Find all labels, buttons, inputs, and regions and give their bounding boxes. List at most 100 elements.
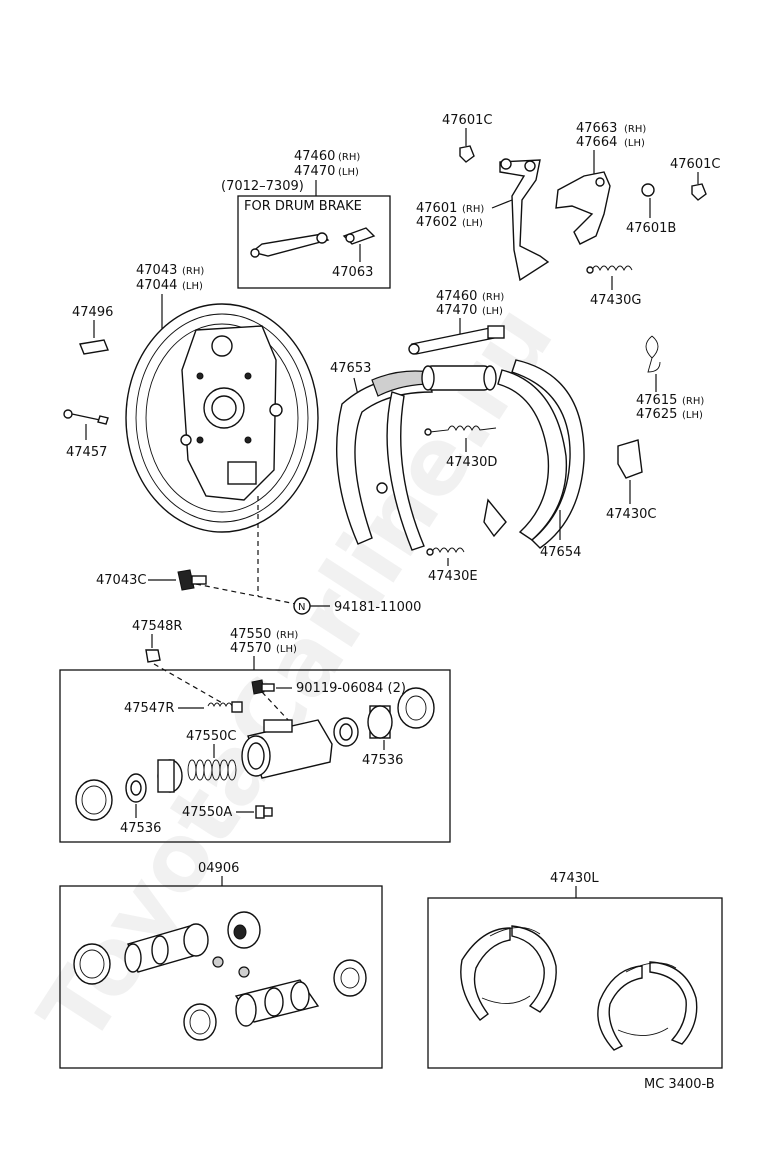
label-47470-mid: 47470 bbox=[436, 303, 477, 318]
cup-left-icon bbox=[125, 773, 147, 803]
piston-right-icon bbox=[367, 705, 393, 739]
clip-47601C-b-icon bbox=[691, 183, 707, 201]
strut-47460-icon bbox=[408, 325, 505, 355]
label-47548R: 47548R bbox=[132, 619, 182, 634]
kit-cap-icon bbox=[212, 956, 224, 968]
label-47043C: 47043C bbox=[96, 573, 146, 588]
label-47430L: 47430L bbox=[550, 871, 599, 886]
washer-47601B-icon bbox=[641, 183, 655, 197]
plug-47496-icon bbox=[79, 339, 109, 355]
pin-47457-icon bbox=[63, 409, 109, 425]
kit-cylinder-icon bbox=[234, 979, 320, 1027]
label-04906: 04906 bbox=[198, 861, 239, 876]
label-47063: 47063 bbox=[332, 265, 373, 280]
label-47460-top-rh: (RH) bbox=[338, 152, 360, 163]
spring-47430D-icon bbox=[424, 425, 497, 436]
boot-left-icon bbox=[75, 779, 113, 821]
kit-boot-icon bbox=[73, 943, 111, 985]
spring-47550C-icon bbox=[187, 759, 237, 781]
label-47615: 47615 bbox=[636, 393, 677, 408]
label-47536-left: 47536 bbox=[120, 821, 161, 836]
label-47664-lh: (LH) bbox=[624, 138, 645, 149]
figure-code: MC 3400-B bbox=[644, 1077, 715, 1092]
piston-left-icon bbox=[157, 759, 183, 793]
label-90119: 90119-06084 (2) bbox=[296, 681, 406, 696]
cylinder-body-icon bbox=[241, 719, 333, 779]
spring-47615-icon bbox=[645, 335, 661, 373]
label-47570: 47570 bbox=[230, 641, 271, 656]
label-47460-mid-rh: (RH) bbox=[482, 292, 504, 303]
backing-plate-group: 47043 (RH) 47044 (LH) 47496 47457 bbox=[63, 263, 319, 533]
parking-lever-icon bbox=[499, 159, 550, 282]
label-47663: 47663 bbox=[576, 121, 617, 136]
label-47601-rh: (RH) bbox=[462, 204, 484, 215]
bolt-47043C-icon bbox=[177, 569, 207, 591]
label-47043: 47043 bbox=[136, 263, 177, 278]
spring-47430E-icon bbox=[426, 547, 465, 556]
kit-boot-right-icon bbox=[333, 959, 367, 997]
cap-47548R-icon bbox=[145, 649, 161, 663]
cup-right-icon bbox=[333, 717, 359, 747]
kit-seal-icon bbox=[238, 966, 250, 978]
bleeder-47550A-icon bbox=[255, 805, 273, 819]
boot-right-icon bbox=[397, 687, 435, 729]
parking-lever-group: 47601C 47601 (RH) 47602 (LH) 47663 (RH) … bbox=[416, 113, 720, 308]
drum-brake-box: 47460 (RH) 47470 (LH) (7012–7309) FOR DR… bbox=[221, 149, 391, 289]
label-for-drum-brake: FOR DRUM BRAKE bbox=[244, 199, 362, 214]
label-47570-lh: (LH) bbox=[276, 644, 297, 655]
label-47430G: 47430G bbox=[590, 293, 641, 308]
label-47601: 47601 bbox=[416, 201, 457, 216]
wheel-cylinder-mini-icon bbox=[421, 365, 497, 391]
label-47550A: 47550A bbox=[182, 805, 232, 820]
kit-piston-icon bbox=[124, 923, 209, 973]
label-47430C: 47430C bbox=[606, 507, 656, 522]
label-47625: 47625 bbox=[636, 407, 677, 422]
bolt-90119-icon bbox=[251, 679, 275, 695]
label-47601C-b: 47601C bbox=[670, 157, 720, 172]
label-47601B: 47601B bbox=[626, 221, 676, 236]
label-47470-top: 47470 bbox=[294, 164, 335, 179]
label-47602-lh: (LH) bbox=[462, 218, 483, 229]
label-47653: 47653 bbox=[330, 361, 371, 376]
label-47470-top-lh: (LH) bbox=[338, 167, 359, 178]
shoe-set-left-icon bbox=[460, 925, 557, 1021]
label-date-range: (7012–7309) bbox=[221, 179, 304, 194]
kit-47430L-box: 47430L bbox=[427, 871, 723, 1069]
label-47044-lh: (LH) bbox=[182, 281, 203, 292]
label-47430D: 47430D bbox=[446, 455, 497, 470]
label-47496: 47496 bbox=[72, 305, 113, 320]
kit-cup-icon bbox=[227, 911, 261, 949]
label-47664: 47664 bbox=[576, 135, 617, 150]
bolt-group: 47043C N 94181-11000 bbox=[96, 496, 421, 615]
label-47602: 47602 bbox=[416, 215, 457, 230]
label-47663-rh: (RH) bbox=[624, 124, 646, 135]
label-47550C: 47550C bbox=[186, 729, 236, 744]
kit-04906-box: 04906 bbox=[59, 861, 383, 1069]
label-47460-mid: 47460 bbox=[436, 289, 477, 304]
label-94181: 94181-11000 bbox=[334, 600, 421, 615]
brake-shoe-group: 47460 (RH) 47470 (LH) 47653 47430D bbox=[330, 289, 704, 584]
label-47654: 47654 bbox=[540, 545, 581, 560]
label-47430E: 47430E bbox=[428, 569, 478, 584]
strut-part-icon bbox=[250, 232, 330, 258]
label-47044: 47044 bbox=[136, 278, 177, 293]
spring-47430G-icon bbox=[586, 265, 633, 274]
label-47550-rh: (RH) bbox=[276, 630, 298, 641]
plate-47430C-icon bbox=[617, 439, 643, 479]
wheel-cylinder-box: 47548R 47550 (RH) 47570 (LH) 90119-06084… bbox=[59, 619, 451, 843]
label-n-symbol: N bbox=[298, 602, 305, 613]
shoe-set-right-icon bbox=[597, 961, 698, 1051]
label-47043-rh: (RH) bbox=[182, 266, 204, 277]
label-47460-top: 47460 bbox=[294, 149, 335, 164]
label-47536-right: 47536 bbox=[362, 753, 403, 768]
label-47550: 47550 bbox=[230, 627, 271, 642]
adjuster-lever-icon bbox=[555, 171, 611, 245]
label-47547R: 47547R bbox=[124, 701, 174, 716]
label-47470-mid-lh: (LH) bbox=[482, 306, 503, 317]
label-47457: 47457 bbox=[66, 445, 107, 460]
kit-boot-lower-icon bbox=[183, 1003, 217, 1041]
label-47615-rh: (RH) bbox=[682, 396, 704, 407]
bleeder-47547R-icon bbox=[207, 701, 243, 713]
